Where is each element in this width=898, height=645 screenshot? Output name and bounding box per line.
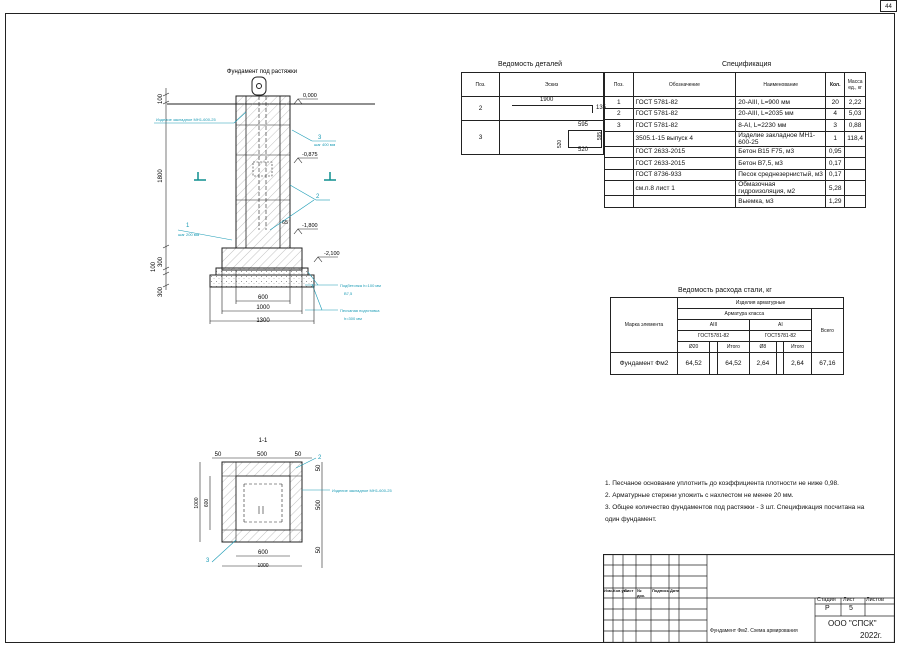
steel-h-d8: Ø8 [749, 341, 777, 353]
steel-h-itogo2: Итого [783, 341, 812, 353]
stamp-stage: Р [825, 605, 830, 612]
stamp-sheet: 5 [849, 605, 853, 612]
callout-3-text: шаг 400 мм [314, 142, 336, 147]
callout-2: 2 [316, 194, 320, 200]
sheet-frame [5, 13, 895, 643]
stamp-company: ООО "СПСК" [828, 619, 877, 628]
steel-h-items: Изделия арматурные [677, 297, 844, 309]
bedding-1b: В7,5 [344, 291, 353, 296]
steel-h-itogo1: Итого [716, 341, 751, 353]
title-block [603, 554, 895, 643]
page-number: 44 [880, 0, 897, 12]
steel-h-ai: AI [749, 319, 812, 331]
note-1: 1. Песчаное основание уплотнить до коэфф… [605, 480, 839, 487]
anchor-head [251, 76, 267, 96]
spec-header: Поз. Обозначение Наименование Кол. Масса… [604, 72, 866, 97]
steel-h-gost1: ГОСТ5781-82 [677, 330, 750, 342]
sec-top-500: 500 [257, 452, 268, 458]
section-title: 1-1 [259, 438, 268, 444]
dim-1000: 1000 [256, 305, 270, 311]
details-h-sketch: Эскиз [499, 72, 604, 97]
spec-title: Спецификация [722, 61, 772, 68]
details-sketch-3: 595 520 595 520 [499, 120, 604, 155]
dim-100-bed: 100 [151, 261, 157, 272]
callout-3: 3 [318, 135, 322, 141]
anchor-eye [256, 83, 262, 89]
level-0875: -0,875 [302, 152, 318, 158]
sec-top-50a: 50 [215, 452, 222, 458]
stamp-doc-title: Фундамент Фм2. Схема армирования [710, 628, 798, 634]
sec-callout-3: 3 [206, 558, 210, 564]
note-3: 3. Общее количество фундаментов под раст… [605, 504, 865, 511]
dim-300-sand: 300 [158, 286, 164, 297]
vertical-dimensions [162, 88, 170, 290]
details-table: Поз.Эскиз 2 1900 135 3 595 520 595 520 [461, 72, 606, 155]
section-markers [194, 172, 336, 181]
details-title: Ведомость деталей [498, 61, 563, 68]
note-2: 2. Арматурные стержни уложить с нахлесто… [605, 492, 794, 499]
spec-table: Поз. Обозначение Наименование Кол. Масса… [604, 72, 866, 208]
concrete-bedding [215, 267, 309, 276]
steel-h-total: Всего [810, 308, 845, 353]
stamp-stage-h: Стадия [817, 597, 836, 603]
sec-embedded: Изделие закладное МН1-600-25 [332, 488, 392, 493]
steel-h-class: Арматура класса [677, 308, 812, 320]
callout-1-text: шаг 200 мм [178, 232, 200, 237]
notes: 1. Песчаное основание уплотнить до коэфф… [605, 478, 895, 526]
dim-1800: 1800 [158, 169, 164, 183]
steel-title: Ведомость расхода стали, кг [678, 287, 772, 294]
details-sketch-2: 1900 135 [499, 96, 606, 121]
stamp-year: 2022г. [860, 631, 882, 640]
dim-300-slab: 300 [158, 256, 164, 267]
foundation-slab [221, 247, 303, 271]
sec-right-50a: 50 [316, 464, 322, 471]
steel-h-aiii: AIII [677, 319, 750, 331]
sec-left-1000: 1000 [194, 497, 200, 508]
bedding-2b: h=300 мм [344, 316, 362, 321]
details-pos-2: 2 [461, 96, 500, 121]
steel-table: Марка элемента Изделия арматурные Армату… [610, 297, 845, 375]
sec-right-50b: 50 [316, 546, 322, 553]
sec-callout-2: 2 [318, 455, 322, 461]
level-2100: -2,100 [324, 251, 340, 257]
dim-100-top: 100 [158, 93, 164, 104]
dim-1300: 1300 [256, 318, 270, 324]
bedding-1: Подбетонка h=100 мм [340, 283, 381, 288]
steel-row: Фундамент Фм2 64,52 64,52 2,64 2,64 67,1… [610, 352, 845, 375]
dim-65: 65 [282, 220, 288, 226]
bedding-2: Песчаная подготовка [340, 308, 380, 313]
sec-bottom-1000: 1000 [257, 563, 268, 569]
steel-h-mark: Марка элемента [610, 297, 678, 353]
callout-1: 1 [186, 223, 190, 229]
dim-600: 600 [258, 295, 269, 301]
sec-left-600: 600 [204, 499, 210, 508]
stamp-sheet-h: Лист [843, 597, 855, 603]
details-pos-3: 3 [461, 120, 500, 155]
steel-h-d20: Ø20 [676, 341, 711, 353]
details-h-pos: Поз. [461, 72, 500, 97]
sand-cushion [209, 274, 315, 288]
note-3b: один фундамент. [605, 516, 657, 523]
callout-embedded: Изделие закладное МН1-600-25 [156, 117, 216, 122]
level-0000: 0,000 [303, 93, 317, 99]
stamp-sheets-h: Листов [866, 597, 884, 603]
level-1800: -1,800 [302, 223, 318, 229]
sec-bottom-600: 600 [258, 550, 269, 556]
sec-right-500: 500 [316, 499, 322, 510]
drawing-title: Фундамент под растяжки [227, 69, 297, 75]
sec-top-50b: 50 [295, 452, 302, 458]
steel-h-gost2: ГОСТ5781-82 [749, 330, 812, 342]
